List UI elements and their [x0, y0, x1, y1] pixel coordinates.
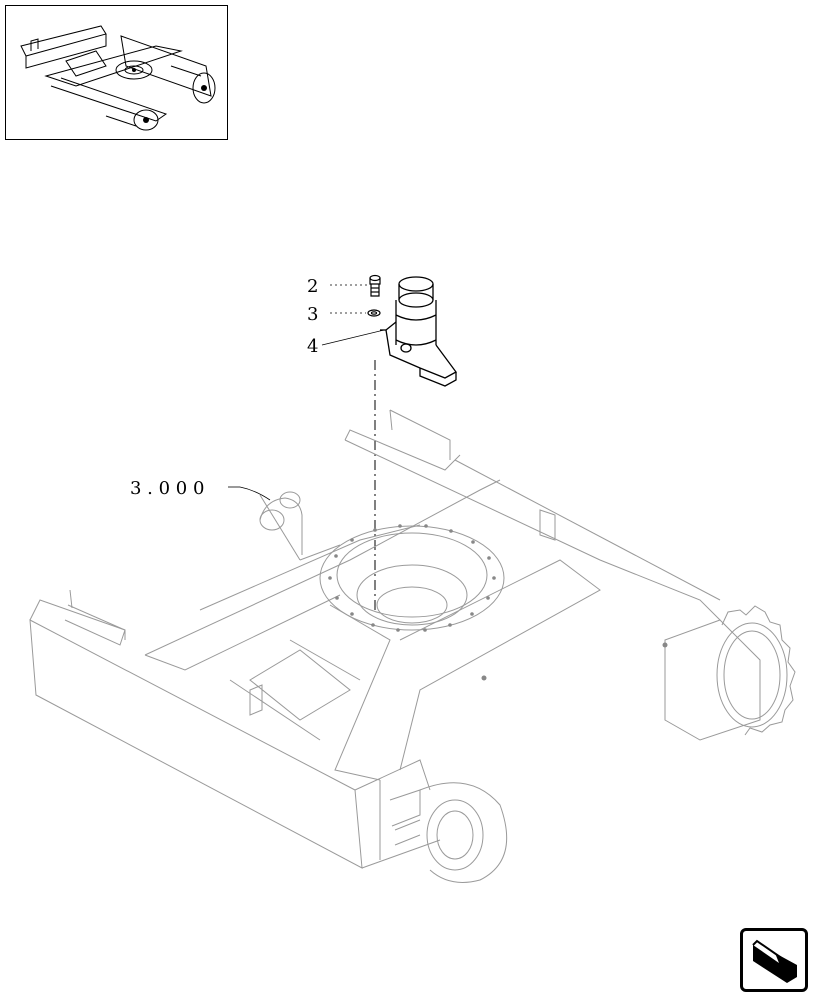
washer-part	[367, 309, 381, 317]
thumbnail-drawing	[20, 25, 216, 131]
bolt-part	[369, 274, 381, 297]
callout-reference-3-000: 3 . 0 0 0	[130, 478, 204, 499]
callout-2: 2	[307, 276, 318, 297]
leader-lines	[228, 284, 385, 501]
callout-4: 4	[307, 336, 318, 357]
callout-3: 3	[307, 304, 318, 325]
overview-thumbnail	[5, 5, 228, 140]
undercarriage-frame	[29, 409, 788, 883]
next-page-button[interactable]	[740, 928, 808, 992]
turntable-bolt-holes	[328, 524, 668, 681]
next-page-arrow-icon	[752, 939, 797, 983]
sprocket-teeth	[721, 605, 796, 736]
rotary-joint-part	[380, 276, 457, 387]
